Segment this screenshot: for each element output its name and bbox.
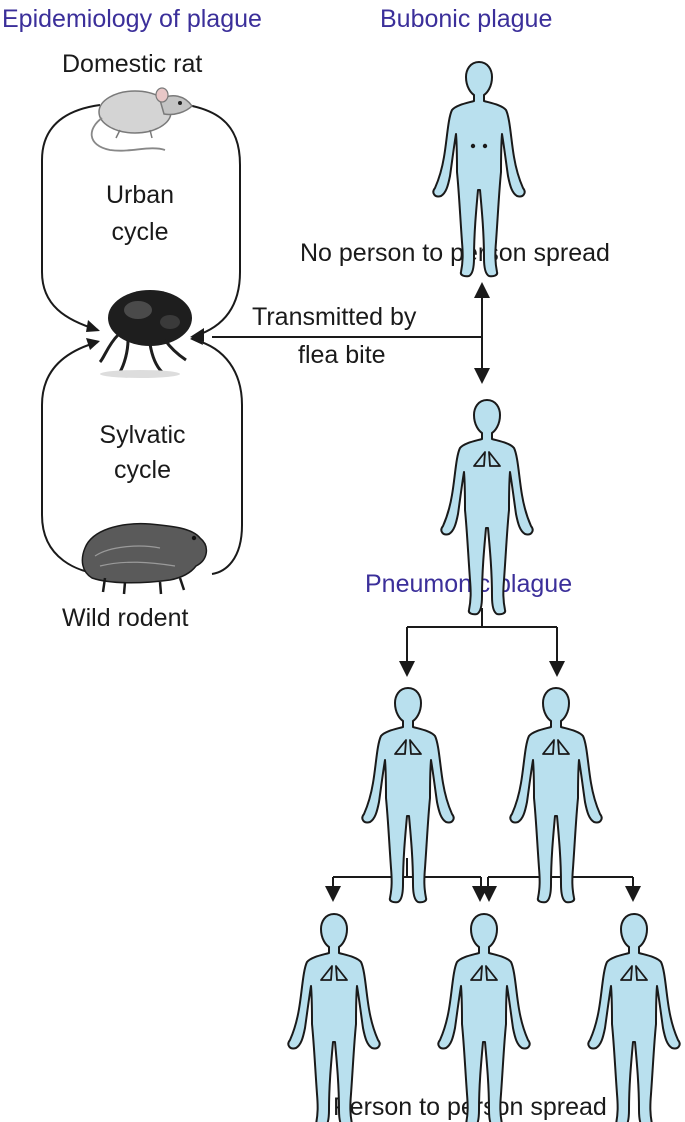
urban-cycle-left-loop [41,104,101,331]
label-urban: Urban [105,181,175,209]
title-bubonic-plague: Bubonic plague [380,5,553,33]
urban-cycle-right-loop [149,101,241,337]
label-urban-cycle: cycle [111,218,169,246]
arrowhead-sylvatic-right [190,333,203,345]
wild-rodent-illustration [81,522,208,595]
label-transmitted-by: Transmitted by [252,303,417,331]
arrowhead-level1-left [399,661,415,677]
arrowhead-sylvatic-left [86,338,100,350]
arrowhead-level1-right [549,661,565,677]
label-domestic-rat: Domestic rat [62,50,203,78]
sylvatic-cycle-left-loop [41,341,101,575]
person-level2-right [587,913,681,1122]
arrowhead-urban-left [86,320,100,332]
title-pneumonic-plague: Pneumonic plague [365,570,573,598]
arrowhead-down-to-pneumonic [474,368,490,384]
person-pneumonic-index [440,399,534,616]
domestic-rat-illustration [90,87,193,152]
person-level2-middle [437,913,531,1122]
arrowhead-level2-d [625,886,641,902]
label-sylvatic: Sylvatic [99,421,186,449]
flea-illustration [98,290,192,378]
person-level1-right [509,687,603,904]
title-epidemiology: Epidemiology of plague [2,5,262,33]
arrowhead-level2-a [325,886,341,902]
label-wild-rodent: Wild rodent [62,604,189,632]
person-level2-left [287,913,381,1122]
arrowhead-up-to-bubonic [474,282,490,298]
label-sylvatic-cycle: cycle [114,456,171,484]
sylvatic-cycle-right-loop [194,339,243,575]
label-no-person-to-person-spread: No person to person spread [300,239,610,267]
arrowhead-level2-c [481,886,497,902]
label-flea-bite: flea bite [298,341,386,369]
person-bubonic [432,61,526,278]
